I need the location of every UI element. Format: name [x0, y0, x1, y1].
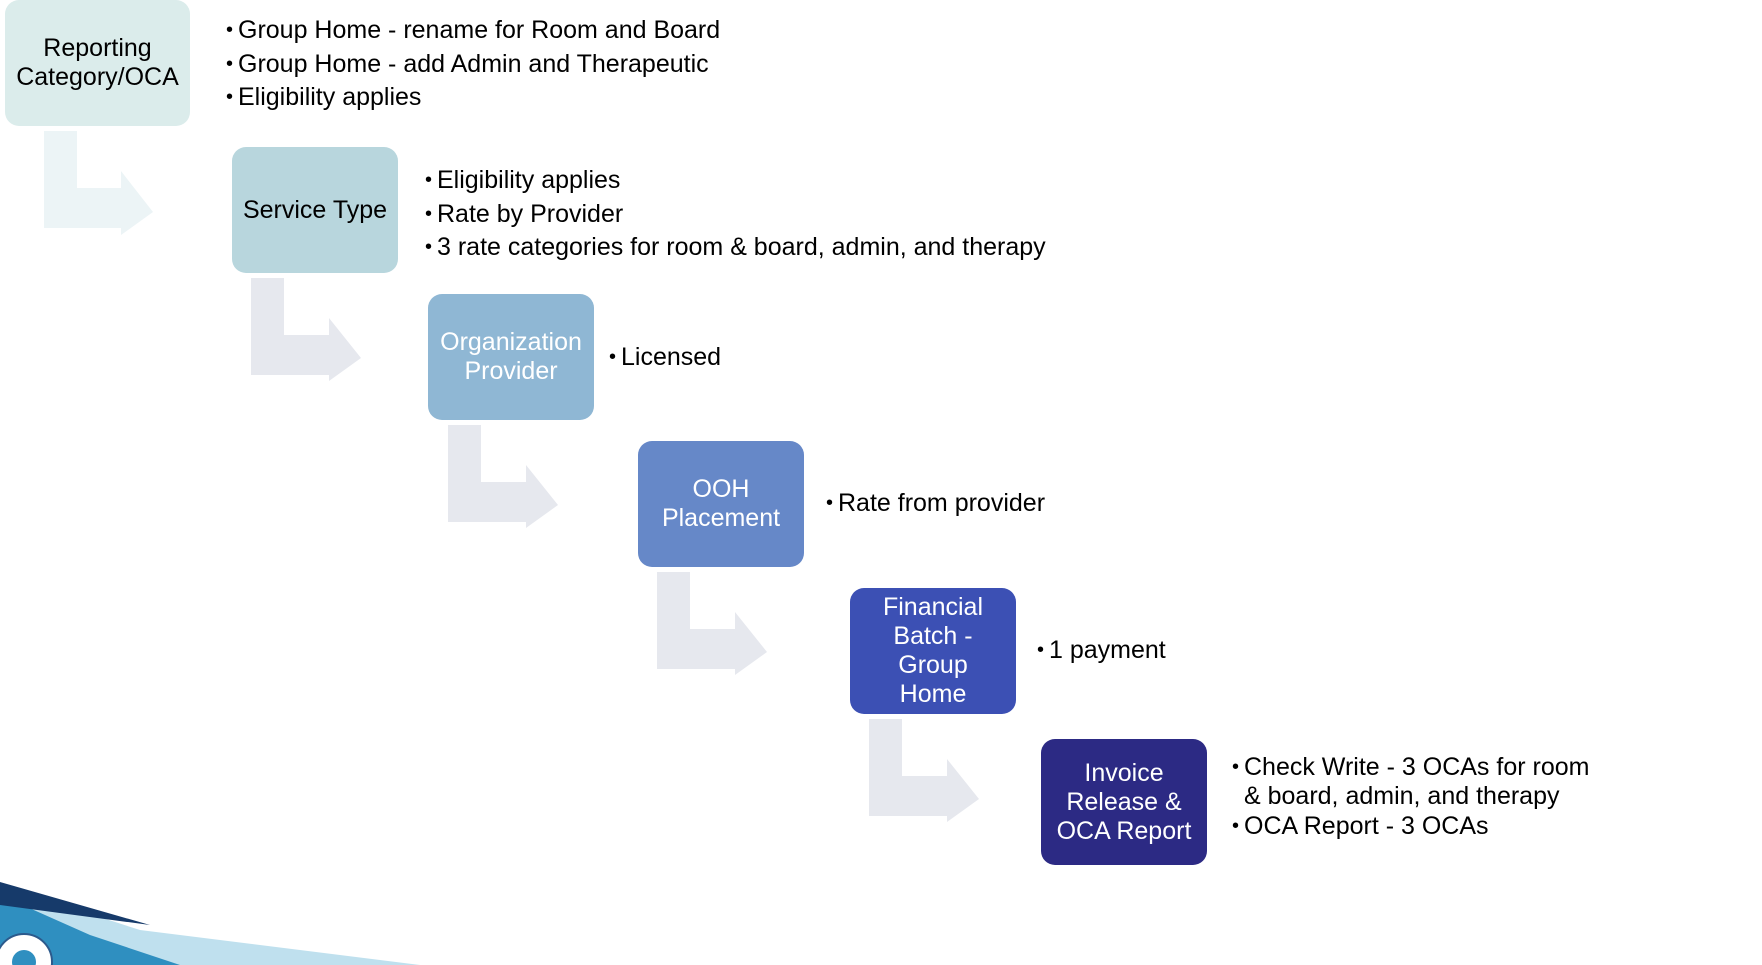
note-item: Rate from provider — [826, 487, 1045, 521]
elbow-arrow-icon — [869, 719, 979, 822]
step-3-notes: Licensed — [609, 341, 721, 375]
step-2-notes: Eligibility applies Rate by Provider 3 r… — [425, 164, 1046, 265]
note-item: Rate by Provider — [425, 198, 1046, 232]
elbow-arrow-icon — [657, 572, 767, 675]
step-reporting-category: Reporting Category/OCA — [5, 0, 190, 126]
step-service-type: Service Type — [232, 147, 398, 273]
note-item: Check Write - 3 OCAs for room & board, a… — [1232, 753, 1589, 810]
note-item: OCA Report - 3 OCAs — [1232, 812, 1589, 841]
step-label: Financial Batch - Group Home — [882, 593, 984, 708]
step-label: Invoice Release & OCA Report — [1056, 758, 1192, 845]
step-5-notes: 1 payment — [1037, 634, 1166, 668]
elbow-arrow-icon — [44, 131, 153, 235]
note-item: Eligibility applies — [425, 164, 1046, 198]
note-item: 1 payment — [1037, 634, 1166, 668]
elbow-arrow-icon — [251, 278, 361, 381]
step-label: Service Type — [242, 195, 388, 224]
step-label: Organization Provider — [440, 328, 582, 385]
note-item: Licensed — [609, 341, 721, 375]
elbow-arrow-icon — [448, 425, 558, 528]
note-item: Eligibility applies — [226, 81, 720, 115]
step-label: OOH Placement — [661, 475, 781, 532]
step-ooh-placement: OOH Placement — [638, 441, 804, 567]
step-1-notes: Group Home - rename for Room and Board G… — [226, 14, 720, 115]
step-invoice-release: Invoice Release & OCA Report — [1041, 739, 1207, 865]
step-6-notes: Check Write - 3 OCAs for room & board, a… — [1232, 753, 1589, 841]
step-4-notes: Rate from provider — [826, 487, 1045, 521]
step-label: Reporting Category/OCA — [16, 34, 179, 91]
decoration-dark-band — [0, 882, 150, 925]
seal-center-icon — [12, 950, 36, 965]
step-financial-batch: Financial Batch - Group Home — [850, 588, 1016, 714]
step-organization-provider: Organization Provider — [428, 294, 594, 420]
note-item: Group Home - add Admin and Therapeutic — [226, 48, 720, 82]
note-item: Group Home - rename for Room and Board — [226, 14, 720, 48]
note-item: 3 rate categories for room & board, admi… — [425, 231, 1046, 265]
